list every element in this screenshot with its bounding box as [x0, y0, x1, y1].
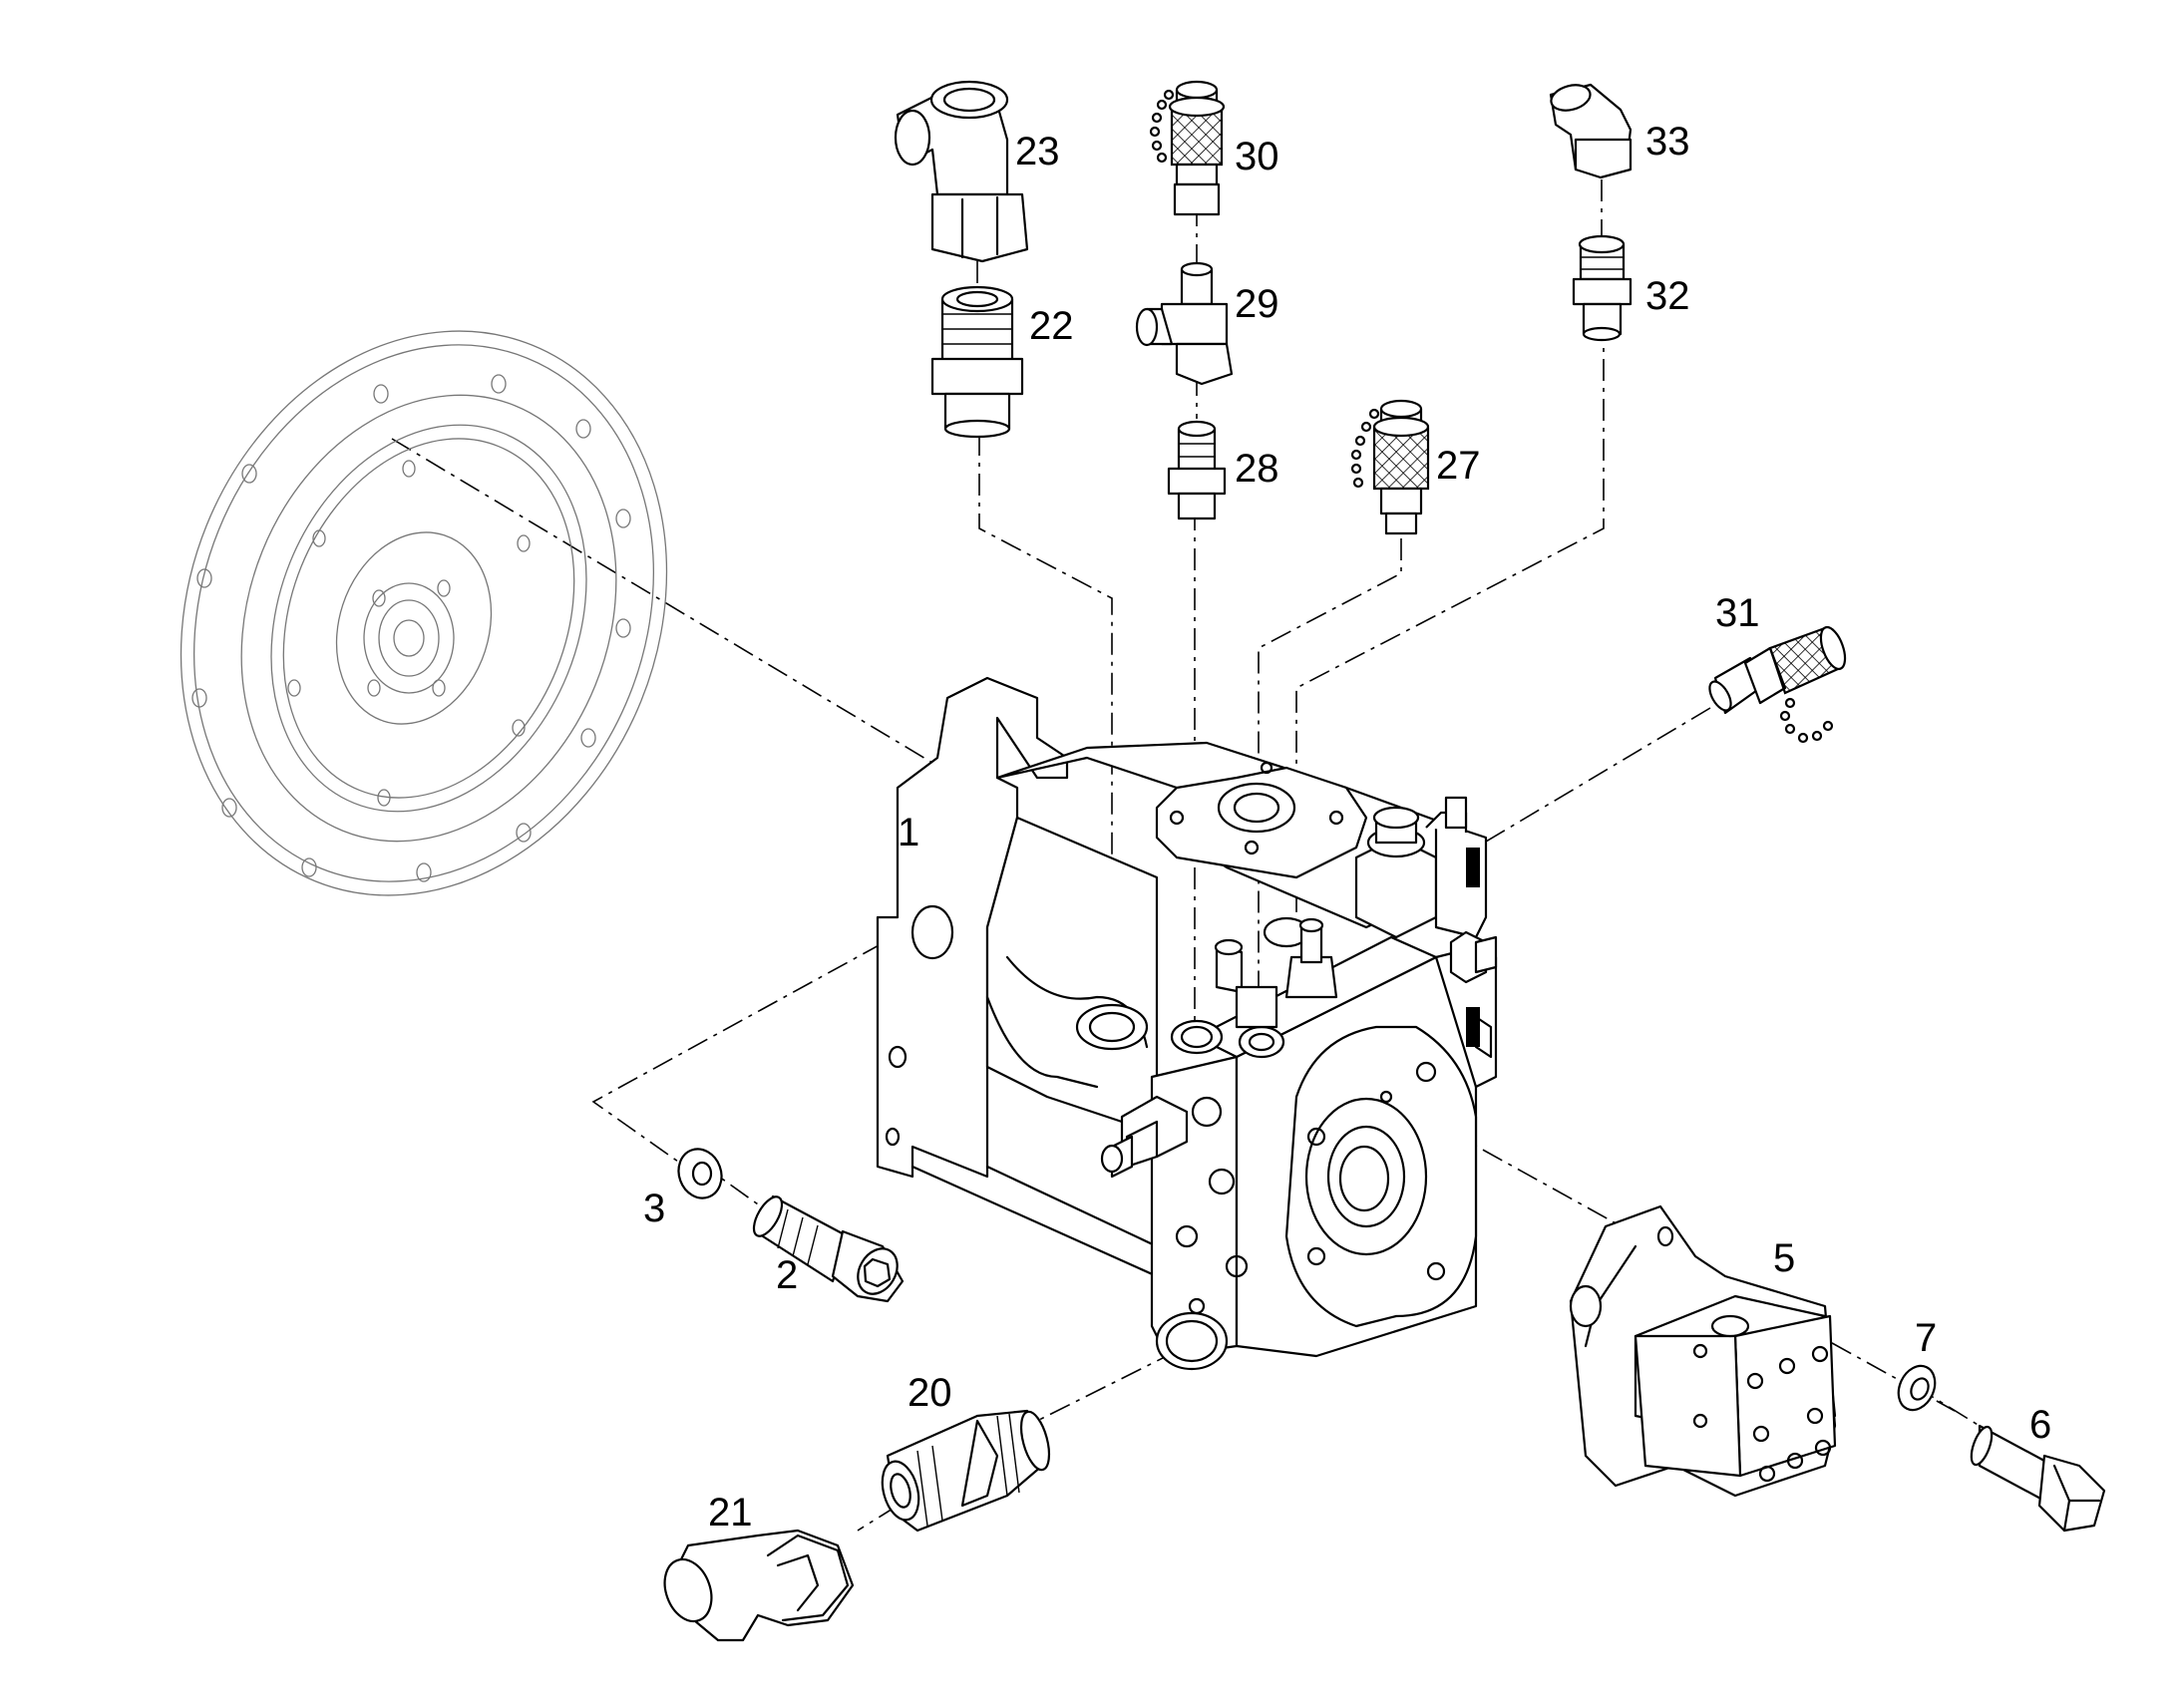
fitting-22: [930, 285, 1024, 439]
test-coupling-27: [1350, 399, 1430, 535]
part-label-22: 22: [1029, 304, 1074, 348]
test-coupling-30: [1149, 80, 1226, 216]
part-label-23: 23: [1015, 130, 1060, 173]
fitting-20: [881, 1409, 1051, 1533]
part-label-30: 30: [1235, 135, 1279, 178]
part-label-32: 32: [1645, 274, 1690, 318]
washer-3: [677, 1148, 723, 1199]
tee-fitting-29: [1135, 261, 1234, 386]
tee-fitting-23: [894, 80, 1029, 263]
part-label-2: 2: [776, 1253, 798, 1297]
part-label-7: 7: [1915, 1316, 1937, 1360]
pump-body: [876, 676, 1498, 1371]
part-label-29: 29: [1235, 282, 1279, 326]
part-label-21: 21: [708, 1491, 753, 1535]
coupling-flange: [180, 330, 668, 896]
part-label-5: 5: [1773, 1236, 1795, 1280]
part-label-27: 27: [1436, 444, 1481, 488]
washer-7: [1897, 1364, 1937, 1412]
elbow-33: [1549, 83, 1633, 179]
part-label-1: 1: [898, 811, 919, 854]
boost-pump: [1569, 1204, 1837, 1498]
part-label-28: 28: [1235, 447, 1279, 491]
part-label-31: 31: [1715, 591, 1760, 635]
test-coupling-31: [1708, 625, 1847, 744]
part-label-20: 20: [908, 1371, 952, 1415]
fitting-32: [1572, 234, 1633, 342]
fitting-28: [1167, 420, 1227, 520]
elbow-21: [663, 1529, 855, 1642]
bolt-2: [752, 1195, 905, 1303]
part-label-33: 33: [1645, 120, 1690, 164]
part-label-3: 3: [643, 1187, 665, 1230]
part-label-6: 6: [2029, 1403, 2051, 1447]
part-labels: 1 2 3 5 6 7 20 21 22 23 27 28 29 30 31 3…: [643, 120, 2051, 1535]
bolt-6: [1970, 1424, 2106, 1533]
